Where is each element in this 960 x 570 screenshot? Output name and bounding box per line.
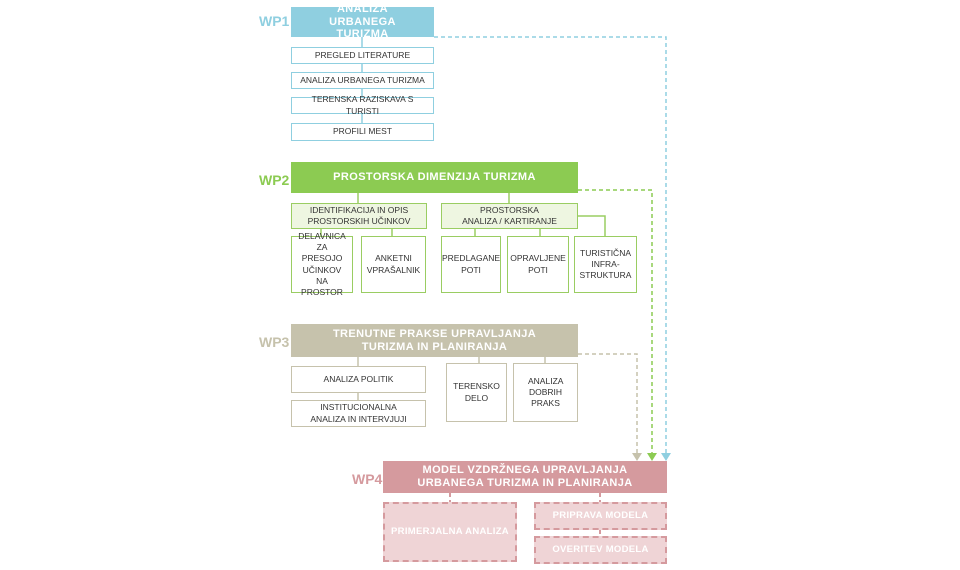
wp2-header: PROSTORSKA DIMENZIJA TURIZMA [291, 162, 578, 193]
wp3-item-institutional-analysis: INSTITUCIONALNA ANALIZA IN INTERVJUJI [291, 400, 426, 427]
wp3-item-policy-analysis: ANALIZA POLITIK [291, 366, 426, 393]
wp2-sub-identification: IDENTIFIKACIJA IN OPIS PROSTORSKIH UČINK… [291, 203, 427, 229]
wp2-item-proposed-routes: PREDLAGANE POTI [441, 236, 501, 293]
wp4-header: MODEL VZDRŽNEGA UPRAVLJANJA URBANEGA TUR… [383, 461, 667, 493]
wp1-item-tourist-survey: TERENSKA RAZISKAVA S TURISTI [291, 94, 434, 116]
wp1-header: ANALIZA URBANEGA TURIZMA [291, 3, 434, 40]
wp3-item-good-practices: ANALIZA DOBRIH PRAKS [513, 363, 578, 422]
wp3-tag: WP3 [259, 334, 290, 350]
wp2-item-completed-routes: OPRAVLJENE POTI [507, 236, 569, 293]
wp2-item-infrastructure: TURISTIČNA INFRA-STRUKTURA [574, 236, 637, 293]
wp4-item-model-preparation: PRIPRAVA MODELA [534, 502, 667, 530]
wp4-item-comparative-analysis: PRIMERJALNA ANALIZA [383, 502, 517, 562]
wp1-item-urban-tourism: ANALIZA URBANEGA TURIZMA [291, 72, 434, 89]
wp1-tag: WP1 [259, 13, 290, 29]
wp4-tag: WP4 [352, 471, 383, 487]
wp1-item-city-profiles: PROFILI MEST [291, 123, 434, 141]
wp1-item-literature: PREGLED LITERATURE [291, 47, 434, 64]
wp2-sub-spatial-analysis: PROSTORSKA ANALIZA / KARTIRANJE [441, 203, 578, 229]
wp2-tag: WP2 [259, 172, 290, 188]
wp3-item-fieldwork: TERENSKO DELO [446, 363, 507, 422]
wp4-item-model-validation: OVERITEV MODELA [534, 536, 667, 564]
wp2-item-questionnaire: ANKETNI VPRAŠALNIK [361, 236, 426, 293]
wp2-item-workshop: DELAVNICA ZA PRESOJO UČINKOV NA PROSTOR [291, 231, 353, 297]
wp3-header: TRENUTNE PRAKSE UPRAVLJANJA TURIZMA IN P… [291, 324, 578, 357]
